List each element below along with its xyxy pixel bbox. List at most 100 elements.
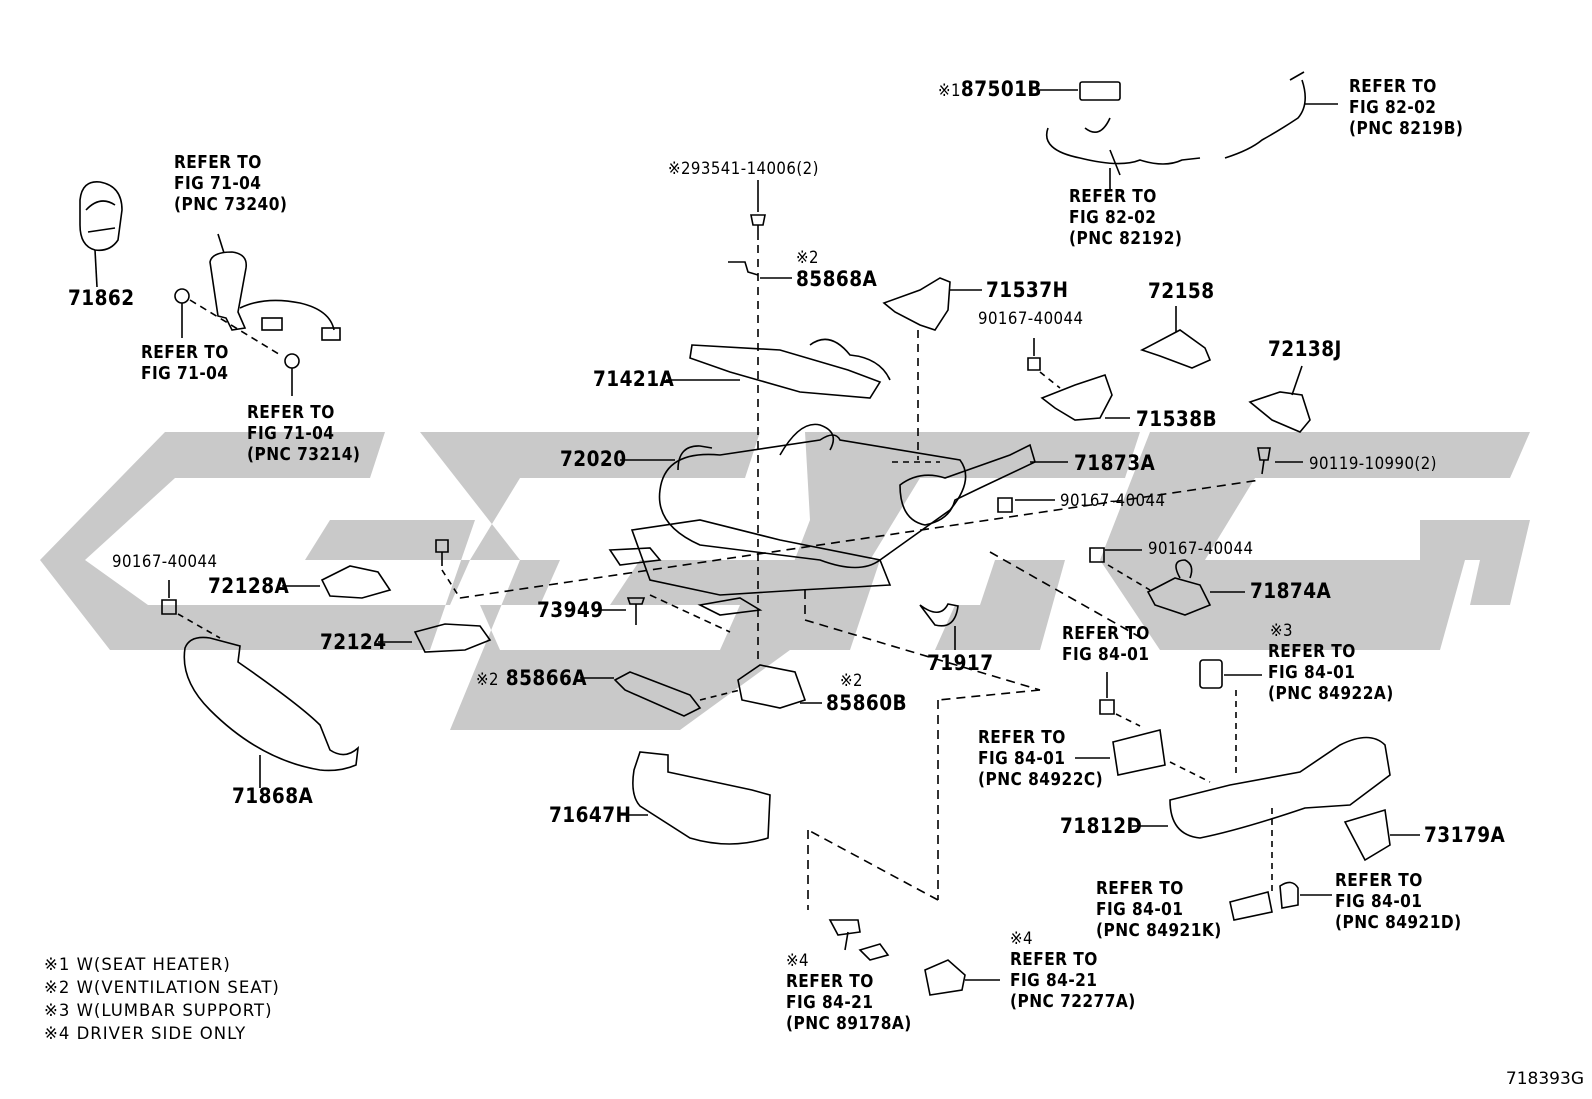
note-mark-2: ※2 [796,248,819,268]
ref-line: REFER TO [978,728,1066,748]
ref-line: REFER TO [786,972,874,992]
ref-line: FIG 82-02 [1349,98,1437,118]
ref-73240[interactable]: REFER TO FIG 71-04 (PNC 73240) [174,153,287,216]
ref-84921d[interactable]: REFER TO FIG 84-01 (PNC 84921D) [1335,871,1462,934]
ref-line: FIG 84-01 [1335,892,1423,912]
ref-line: FIG 71-04 [174,174,262,194]
ref-line: REFER TO [1010,950,1098,970]
ref-8219b[interactable]: REFER TO FIG 82-02 (PNC 8219B) [1349,77,1463,140]
ref-line: REFER TO [1268,642,1356,662]
ref-82192[interactable]: REFER TO FIG 82-02 (PNC 82192) [1069,187,1182,250]
part-71647h-shape [632,751,771,845]
part-71538b-label[interactable]: 71538B [1136,407,1218,431]
part-72158-label[interactable]: 72158 [1148,279,1215,303]
part-71868a-label[interactable]: 71868A [232,784,314,808]
part-71421a-shape [689,344,882,399]
part-72124-label[interactable]: 72124 [320,630,387,654]
part-number: 93541-14006(2) [690,159,819,179]
ref-line: (PNC 84921K) [1096,921,1222,941]
ref-8401[interactable]: REFER TO FIG 84-01 [1062,624,1150,666]
ref-line: FIG 82-02 [1069,208,1157,228]
ref-line: (PNC 84921D) [1335,913,1462,933]
note-mark-2: ※2 [668,159,691,179]
note-mark-3: ※3 [1270,621,1293,641]
ref-line: (PNC 73214) [247,445,361,465]
part-73949-label[interactable]: 73949 [537,598,604,622]
ref-84922a[interactable]: REFER TO FIG 84-01 (PNC 84922A) [1268,642,1394,705]
ref-line: REFER TO [247,403,335,423]
part-71812d-shape [1169,736,1391,839]
note-mark-4: ※4 [1010,929,1033,949]
part-87501b-label[interactable]: ※187501B [938,78,1042,102]
ref-73214[interactable]: REFER TO FIG 71-04 (PNC 73214) [247,403,360,466]
ref-line: FIG 84-21 [786,993,874,1013]
ref-line: REFER TO [1349,77,1437,97]
part-71874a-label[interactable]: 71874A [1250,579,1332,603]
ref-line: (PNC 89178A) [786,1014,912,1034]
part-71917-label[interactable]: 71917 [927,651,994,675]
ref-line: FIG 71-04 [247,424,335,444]
note-mark-2: ※2 [840,671,863,691]
part-73179a-label[interactable]: 73179A [1424,823,1506,847]
ref-72277a[interactable]: REFER TO FIG 84-21 (PNC 72277A) [1010,950,1136,1013]
ref-line: REFER TO [1069,187,1157,207]
legend-item: ※1 W(SEAT HEATER) [44,955,231,974]
ref-line: FIG 84-01 [978,749,1066,769]
ref-line: REFER TO [1096,879,1184,899]
ref-line: FIG 71-04 [141,364,229,384]
part-number: 87501B [960,77,1042,101]
ref-line: REFER TO [141,343,229,363]
ref-line: REFER TO [174,153,262,173]
ref-line: (PNC 72277A) [1010,992,1136,1012]
note-mark-2: ※2 [476,670,499,690]
legend-item: ※4 DRIVER SIDE ONLY [44,1024,247,1043]
part-71812d-label[interactable]: 71812D [1060,814,1143,838]
note-mark-4: ※4 [786,951,809,971]
part-85860b-label[interactable]: 85860B [826,691,908,715]
ref-line: (PNC 82192) [1069,229,1183,249]
part-90167-d-label[interactable]: 90167-40044 [112,552,218,572]
part-71862-shape [79,181,123,252]
part-90167-c-label[interactable]: 90167-40044 [1148,539,1254,559]
part-number: 85866A [505,666,588,690]
part-72020-shape [658,434,967,569]
part-72128a-label[interactable]: 72128A [208,574,290,598]
part-93541-label[interactable]: ※293541-14006(2) [668,158,819,180]
ref-line: (PNC 84922C) [978,770,1104,790]
part-71868a-shape [183,636,360,772]
part-71537h-label[interactable]: 71537H [986,278,1069,302]
part-90119-label[interactable]: 90119-10990(2) [1309,454,1437,474]
part-72020-label[interactable]: 72020 [560,447,627,471]
part-71421a-label[interactable]: 71421A [593,367,675,391]
part-buckle-shape [209,251,248,331]
part-85868a-label[interactable]: 85868A [796,267,878,291]
legend-item: ※2 W(VENTILATION SEAT) [44,978,280,997]
ref-line: REFER TO [1062,624,1150,644]
ref-line: (PNC 73240) [174,195,288,215]
ref-89178a[interactable]: REFER TO FIG 84-21 (PNC 89178A) [786,972,912,1035]
legend-item: ※3 W(LUMBAR SUPPORT) [44,1001,273,1020]
ref-7104[interactable]: REFER TO FIG 71-04 [141,343,229,385]
part-71862-label[interactable]: 71862 [68,286,135,310]
ref-line: FIG 84-01 [1062,645,1150,665]
part-71647h-label[interactable]: 71647H [549,803,632,827]
note-mark-1: ※1 [938,81,961,101]
figure-id: 718393G [1505,1069,1584,1089]
legend: ※1 W(SEAT HEATER) ※2 W(VENTILATION SEAT)… [44,953,280,1045]
part-72138j-label[interactable]: 72138J [1268,337,1342,361]
ref-line: FIG 84-01 [1268,663,1356,683]
ref-line: REFER TO [1335,871,1423,891]
part-90167-b-label[interactable]: 90167-40044 [1060,491,1166,511]
ref-line: FIG 84-01 [1096,900,1184,920]
ref-line: FIG 84-21 [1010,971,1098,991]
part-71873a-label[interactable]: 71873A [1074,451,1156,475]
ref-line: (PNC 8219B) [1349,119,1464,139]
ref-84922c[interactable]: REFER TO FIG 84-01 (PNC 84922C) [978,728,1103,791]
part-85866a-label[interactable]: ※2 85866A [476,667,587,691]
ref-line: (PNC 84922A) [1268,684,1394,704]
part-90167-a-label[interactable]: 90167-40044 [978,309,1084,329]
ref-84921k[interactable]: REFER TO FIG 84-01 (PNC 84921K) [1096,879,1222,942]
